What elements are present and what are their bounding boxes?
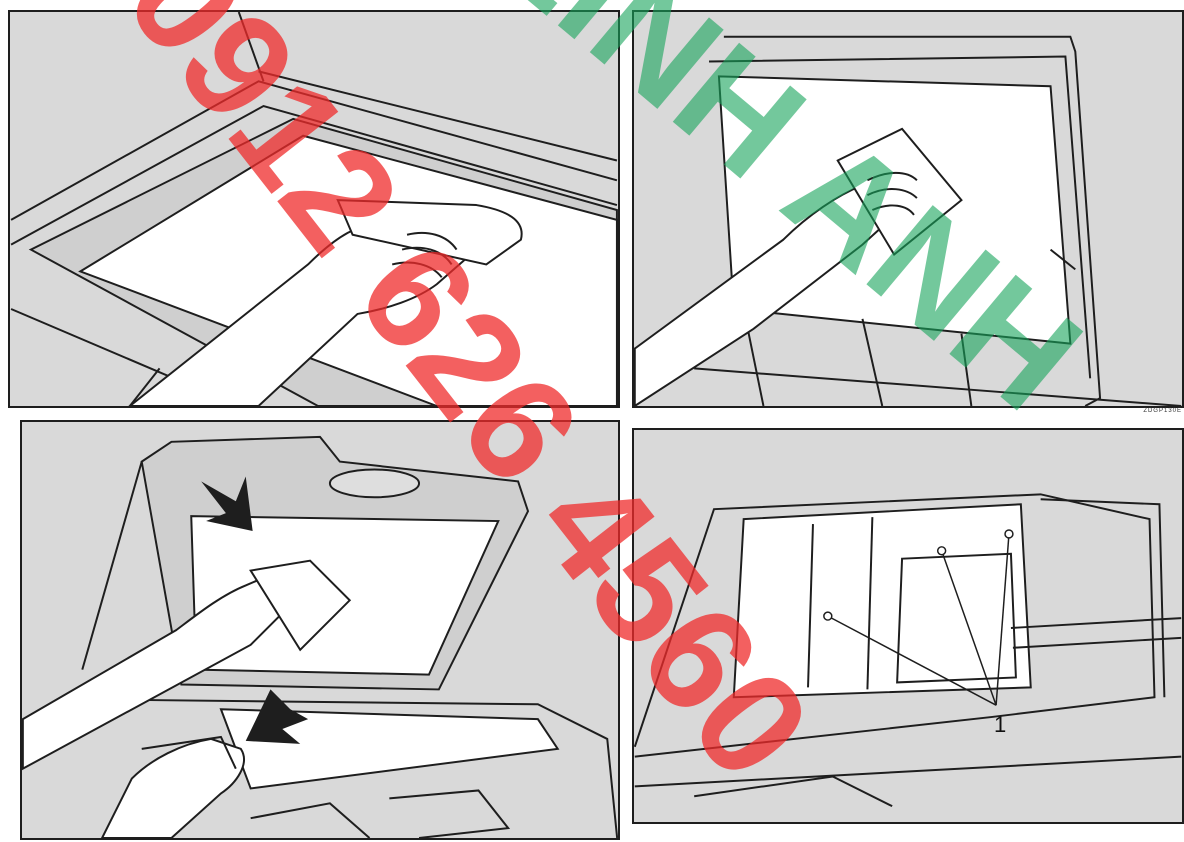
adf-underside-illustration	[22, 422, 618, 838]
panel-exposure-glass	[8, 10, 620, 408]
panel-adf-rollers: 1	[632, 428, 1184, 824]
panel-adf-underside	[20, 420, 620, 840]
callout-number: 1	[994, 712, 1006, 738]
exposure-glass-illustration	[10, 12, 618, 406]
panel-platen-cover	[632, 10, 1184, 408]
platen-cover-illustration	[634, 12, 1182, 406]
figure-code: ZDGP130E	[1143, 408, 1182, 414]
adf-rollers-illustration	[634, 430, 1182, 822]
